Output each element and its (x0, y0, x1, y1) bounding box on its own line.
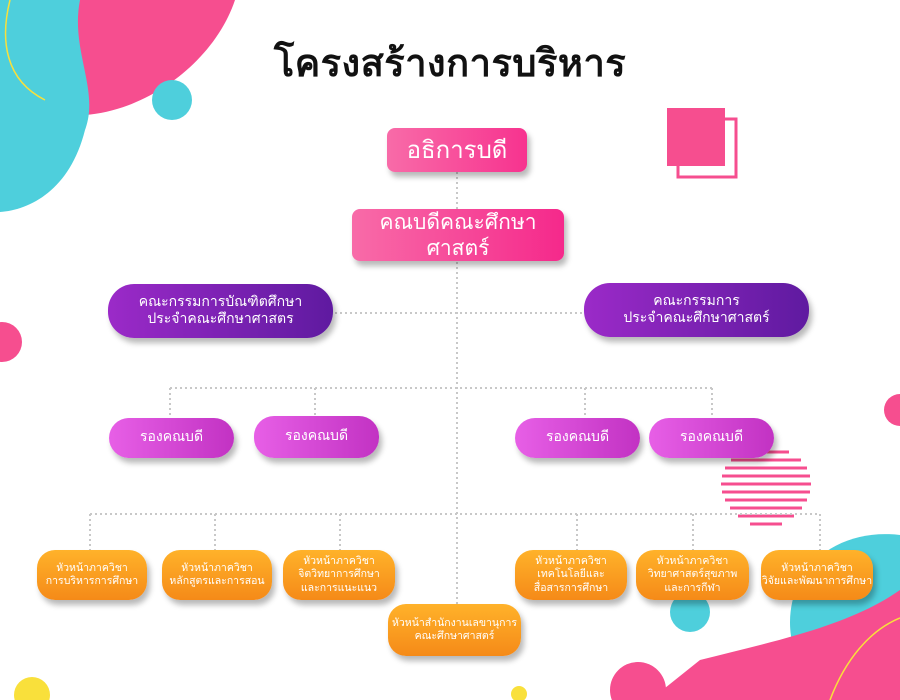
graduate-committee-line-1: คณะกรรมการบัณฑิตศึกษา (138, 293, 303, 310)
secretary-office-title: หัวหน้าสำนักงานเลขานุการ (391, 616, 518, 629)
pink-dot-right (884, 394, 900, 426)
secretary-office-faculty: คณะศึกษาศาสตร์ (414, 630, 495, 642)
department-head-box: หัวหน้าภาควิชา วิทยาศาสตร์สุขภาพ และการก… (636, 550, 749, 600)
dean-box: คณบดีคณะศึกษาศาสตร์ (352, 209, 564, 261)
dean-label: คณบดีคณะศึกษาศาสตร์ (379, 209, 537, 260)
department-head-title: หัวหน้าภาควิชา (181, 561, 253, 574)
department-head-box: หัวหน้าภาควิชา จิตวิทยาการศึกษา และการแน… (283, 550, 395, 600)
president-label: อธิการบดี (406, 136, 508, 164)
department-head-title: หัวหน้าภาควิชา (535, 555, 607, 568)
department-head-title: หัวหน้าภาควิชา (781, 561, 853, 574)
department-head-title: หัวหน้าภาควิชา (56, 561, 128, 574)
department-name: หลักสูตรและการสอน (169, 575, 265, 587)
faculty-committee-line-1: คณะกรรมการ (653, 292, 740, 309)
page-title: โครงสร้างการบริหาร (273, 41, 627, 85)
president-box: อธิการบดี (387, 128, 527, 172)
deputy-dean-label: รองคณบดี (139, 429, 204, 446)
department-name: วิทยาศาสตร์สุขภาพ (647, 568, 738, 581)
graduate-committee-line-2: ประจำคณะศึกษาศาสตร (147, 311, 294, 327)
faculty-committee-box: คณะกรรมการ ประจำคณะศึกษาศาสตร์ (584, 283, 809, 337)
deputy-dean-box: รองคณบดี (649, 418, 774, 458)
cyan-dot-bottom (670, 592, 710, 632)
bottom-right-yellow-curve (829, 617, 900, 700)
deputy-dean-box: รองคณบดี (109, 418, 234, 458)
top-left-yellow-curve (4, 0, 46, 101)
pink-dot-left (0, 322, 22, 362)
cyan-dot-top (152, 80, 192, 120)
top-left-cyan-blob (0, 0, 90, 212)
pink-square-decoration (667, 108, 738, 179)
deputy-dean-label: รองคณบดี (545, 429, 610, 446)
department-name-line-2: และการแนะแนว (300, 581, 378, 594)
deputy-dean-label: รองคณบดี (679, 429, 744, 446)
secretary-office-head-box: หัวหน้าสำนักงานเลขานุการ คณะศึกษาศาสตร์ (388, 604, 521, 656)
department-head-box: หัวหน้าภาควิชา หลักสูตรและการสอน (162, 550, 272, 600)
department-head-box: หัวหน้าภาควิชา เทคโนโลยีและ สื่อสารการศึ… (515, 550, 627, 600)
department-name-line-2: สื่อสารการศึกษา (533, 581, 609, 594)
department-head-title: หัวหน้าภาควิชา (303, 555, 375, 568)
faculty-committee-line-2: ประจำคณะศึกษาศาสตร์ (623, 310, 770, 326)
department-head-box: หัวหน้าภาควิชา วิจัยและพัฒนาการศึกษา (761, 550, 873, 600)
department-head-title: หัวหน้าภาควิชา (656, 555, 729, 568)
department-name-line-2: และการกีฬา (664, 581, 721, 594)
graduate-committee-box: คณะกรรมการบัณฑิตศึกษา ประจำคณะศึกษาศาสตร (108, 284, 333, 338)
pink-dot-bottom (610, 662, 666, 700)
department-name: วิจัยและพัฒนาการศึกษา (761, 575, 873, 587)
bottom-right-pink-blob (650, 590, 900, 700)
deputy-dean-label: รองคณบดี (284, 428, 349, 445)
deputy-dean-box: รองคณบดี (254, 416, 379, 458)
department-name: การบริหารการศึกษา (45, 575, 139, 587)
department-name: เทคโนโลยีและ (537, 568, 605, 581)
yellow-dot-bottom-center (511, 686, 527, 700)
deputy-dean-box: รองคณบดี (515, 418, 640, 458)
department-head-box: หัวหน้าภาควิชา การบริหารการศึกษา (37, 550, 147, 600)
department-name: จิตวิทยาการศึกษา (298, 568, 380, 581)
top-left-pink-blob (70, 0, 235, 115)
yellow-dot-bottom-left (14, 677, 50, 700)
